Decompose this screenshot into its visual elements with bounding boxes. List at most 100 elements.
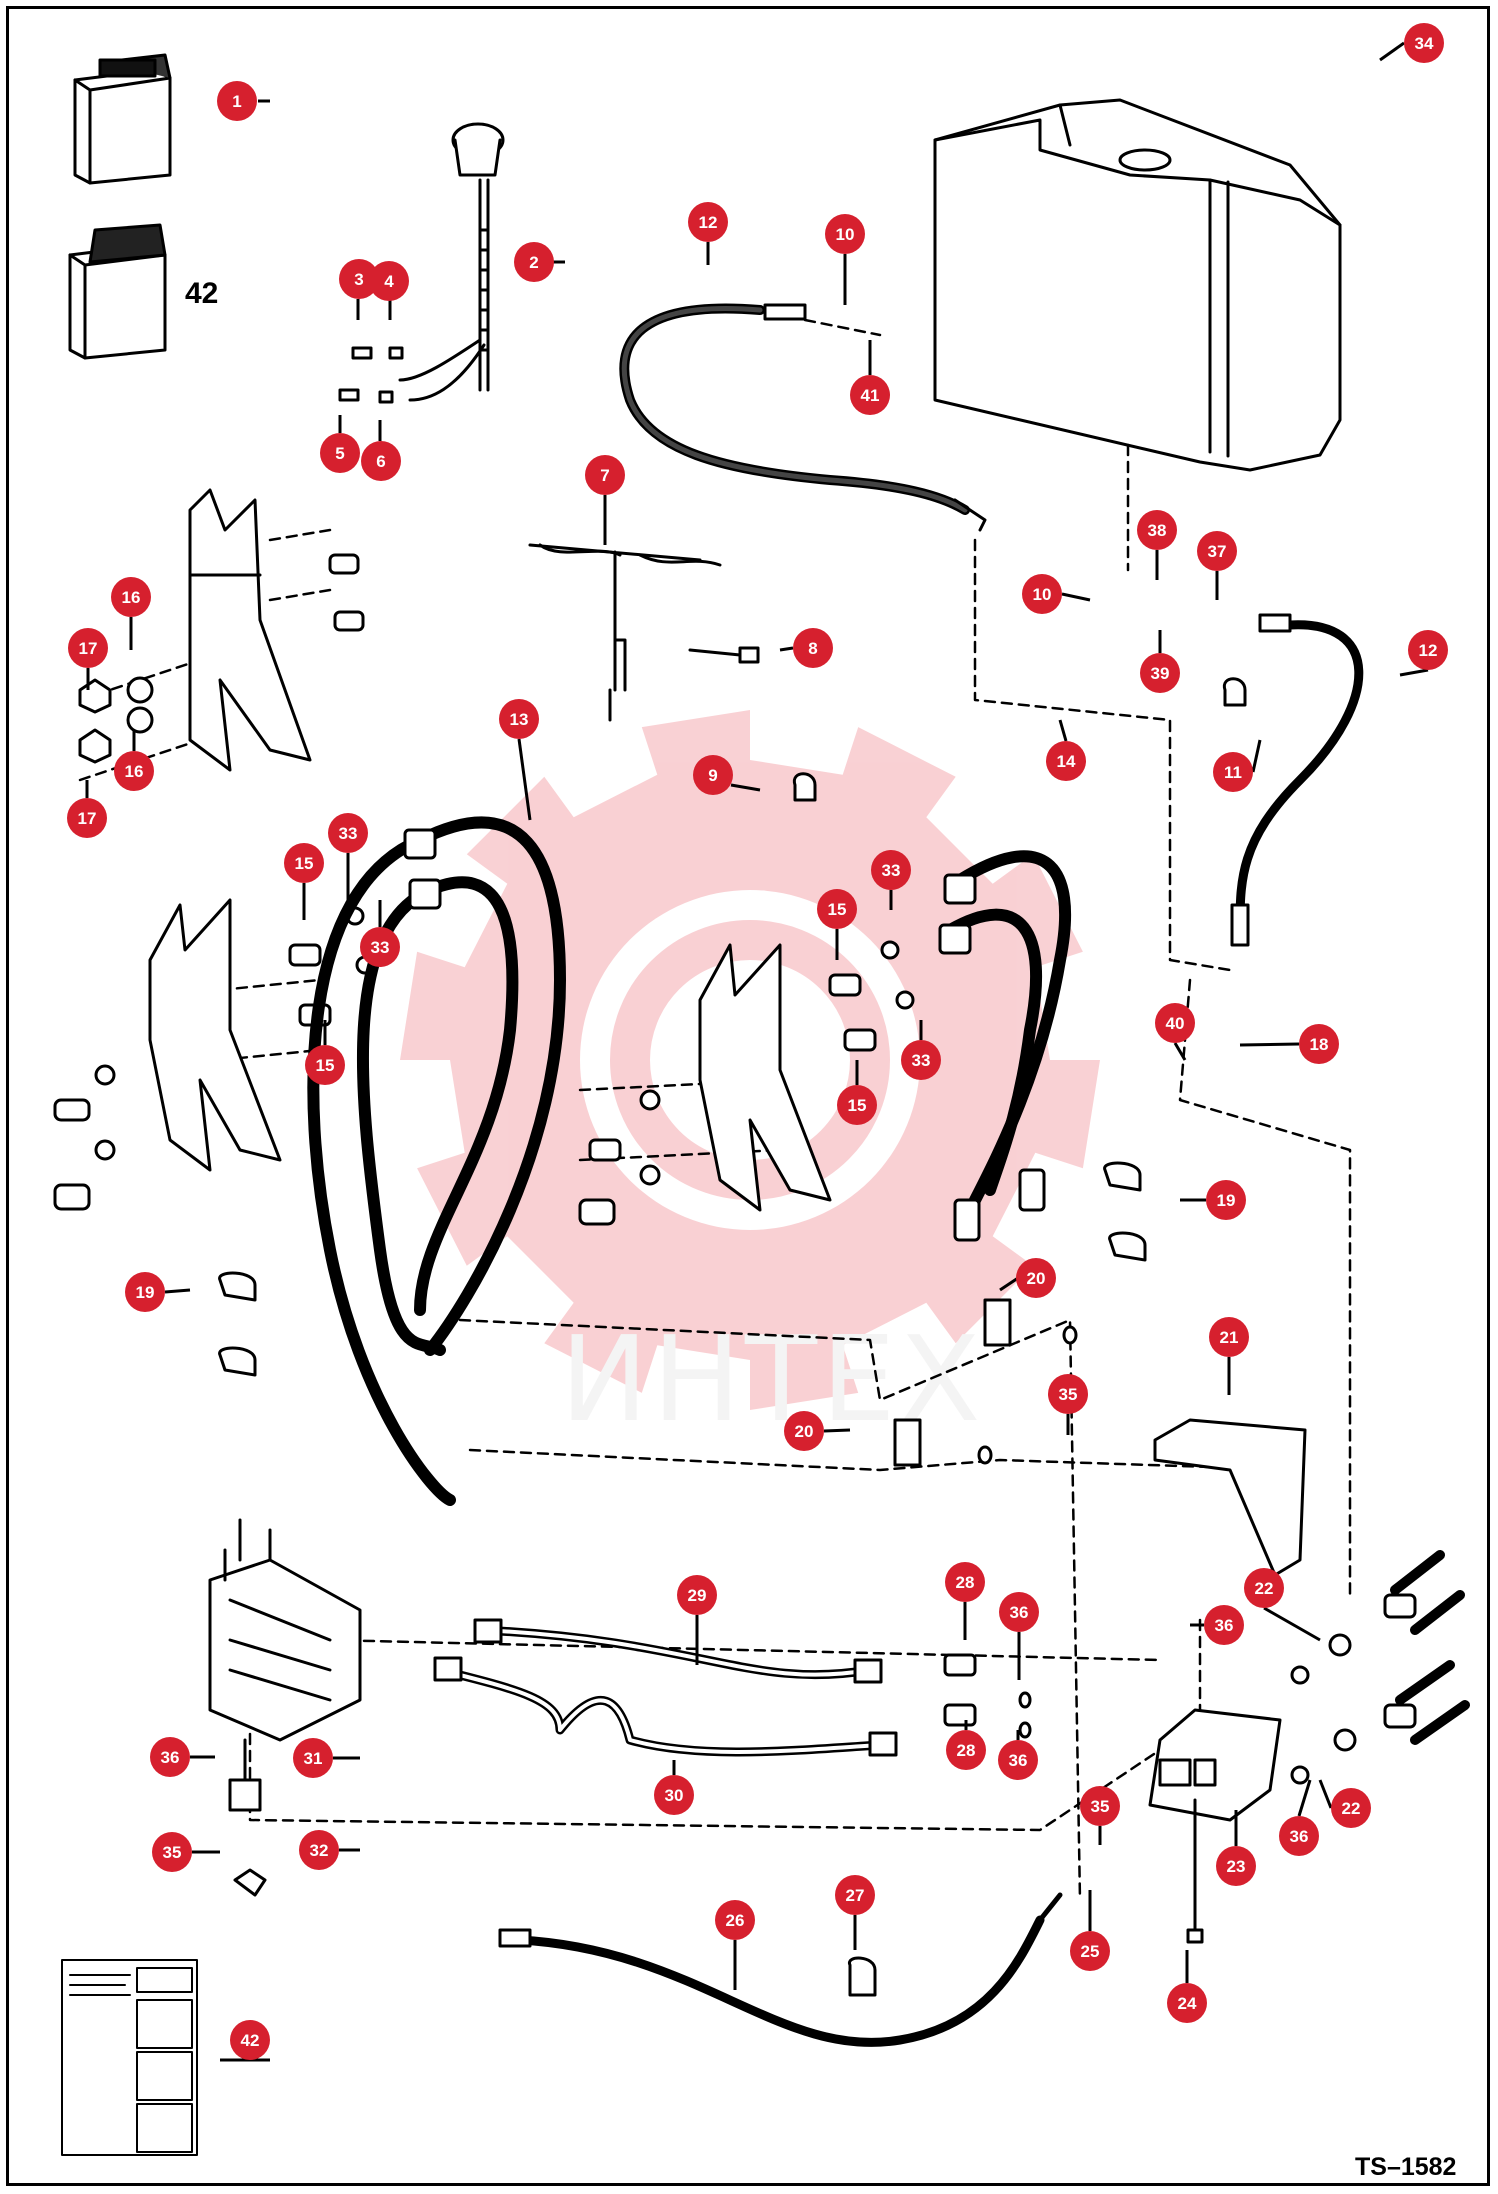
callout-number: 6 bbox=[376, 452, 385, 471]
callout-40: 40 bbox=[1155, 1003, 1195, 1043]
callout-36: 36 bbox=[150, 1737, 190, 1777]
callout-12: 12 bbox=[1408, 630, 1448, 670]
callout-number: 33 bbox=[882, 861, 901, 880]
callout-marker bbox=[299, 1830, 339, 1870]
bolt-8 bbox=[688, 646, 760, 664]
callout-17: 17 bbox=[68, 628, 108, 668]
callout-15: 15 bbox=[817, 889, 857, 929]
callout-number: 36 bbox=[1009, 1751, 1028, 1770]
callout-number: 15 bbox=[316, 1056, 335, 1075]
callout-number: 36 bbox=[1215, 1616, 1234, 1635]
callout-marker bbox=[1204, 1605, 1244, 1645]
fittings-left bbox=[53, 553, 375, 1211]
bolt-24 bbox=[1186, 1798, 1204, 1944]
callout-marker bbox=[499, 699, 539, 739]
callout-marker bbox=[999, 1592, 1039, 1632]
callout-marker bbox=[328, 813, 368, 853]
callout-marker bbox=[817, 889, 857, 929]
callout-41: 41 bbox=[850, 375, 890, 415]
callout-number: 10 bbox=[836, 225, 855, 244]
callout-15: 15 bbox=[305, 1045, 345, 1085]
callout-number: 36 bbox=[1010, 1603, 1029, 1622]
callout-marker bbox=[111, 577, 151, 617]
callout-number: 20 bbox=[1027, 1269, 1046, 1288]
callout-number: 19 bbox=[136, 1283, 155, 1302]
callout-37: 37 bbox=[1197, 531, 1237, 571]
callout-marker bbox=[1046, 741, 1086, 781]
tank-hose-upper bbox=[619, 303, 987, 532]
bracket-middle-left bbox=[148, 898, 282, 1172]
decal-box-1 bbox=[73, 53, 172, 185]
fittings-right bbox=[1290, 1550, 1470, 1785]
tees-20 bbox=[893, 1298, 1078, 1467]
callout-12: 12 bbox=[688, 202, 728, 242]
hose-26 bbox=[498, 1892, 1063, 2047]
callout-marker bbox=[1140, 653, 1180, 693]
callout-29: 29 bbox=[677, 1575, 717, 1615]
callout-28: 28 bbox=[945, 1562, 985, 1602]
hydraulic-tank bbox=[933, 98, 1342, 472]
callout-30: 30 bbox=[654, 1775, 694, 1815]
callout-20: 20 bbox=[1016, 1258, 1056, 1298]
callout-number: 19 bbox=[1217, 1191, 1236, 1210]
callout-marker bbox=[688, 202, 728, 242]
callout-marker bbox=[1197, 531, 1237, 571]
callout-number: 32 bbox=[310, 1841, 329, 1860]
callout-36: 36 bbox=[999, 1592, 1039, 1632]
callout-marker bbox=[1216, 1846, 1256, 1886]
callout-marker bbox=[1279, 1816, 1319, 1856]
fittings-center bbox=[578, 940, 915, 1226]
callout-number: 39 bbox=[1151, 664, 1170, 683]
callout-number: 42 bbox=[241, 2031, 260, 2050]
callout-marker bbox=[1167, 1983, 1207, 2023]
callout-marker bbox=[1244, 1568, 1284, 1608]
callout-26: 26 bbox=[715, 1900, 755, 1940]
callout-15: 15 bbox=[284, 843, 324, 883]
callout-marker bbox=[1404, 23, 1444, 63]
callout-3: 3 bbox=[339, 259, 379, 299]
callout-9: 9 bbox=[693, 755, 733, 795]
callout-36: 36 bbox=[1204, 1605, 1244, 1645]
callout-number: 2 bbox=[529, 253, 538, 272]
callout-number: 1 bbox=[232, 92, 241, 111]
tube-30 bbox=[433, 1656, 898, 1757]
callout-number: 12 bbox=[699, 213, 718, 232]
callout-number: 28 bbox=[956, 1573, 975, 1592]
callout-leader-line bbox=[164, 1288, 191, 1294]
callout-35: 35 bbox=[1080, 1786, 1120, 1826]
callout-number: 13 bbox=[510, 710, 529, 729]
callout-leader-line bbox=[1399, 668, 1429, 677]
callout-18: 18 bbox=[1299, 1024, 1339, 1064]
callout-leader-line bbox=[823, 1428, 851, 1433]
callout-leader-line bbox=[1058, 719, 1068, 742]
callout-16: 16 bbox=[114, 751, 154, 791]
callout-marker bbox=[152, 1832, 192, 1872]
callout-number: 33 bbox=[371, 938, 390, 957]
clamps bbox=[218, 677, 1247, 1997]
callout-leader-line bbox=[1251, 739, 1262, 773]
hose-13 bbox=[307, 816, 566, 1506]
callout-leader-line bbox=[1061, 592, 1091, 602]
callout-marker bbox=[835, 1875, 875, 1915]
callout-number: 27 bbox=[846, 1886, 865, 1905]
callout-number: 37 bbox=[1208, 542, 1227, 561]
callout-marker bbox=[1070, 1931, 1110, 1971]
callout-number: 28 bbox=[957, 1741, 976, 1760]
tank-hose-lower bbox=[1230, 613, 1364, 947]
callout-number: 17 bbox=[78, 809, 97, 828]
callout-5: 5 bbox=[320, 433, 360, 473]
callout-35: 35 bbox=[1048, 1374, 1088, 1414]
callout-1: 1 bbox=[217, 81, 257, 121]
callout-33: 33 bbox=[328, 813, 368, 853]
callout-19: 19 bbox=[1206, 1180, 1246, 1220]
callout-22: 22 bbox=[1244, 1568, 1284, 1608]
callout-marker bbox=[1209, 1317, 1249, 1357]
callout-34: 34 bbox=[1404, 23, 1444, 63]
callout-marker bbox=[114, 751, 154, 791]
callout-number: 38 bbox=[1148, 521, 1167, 540]
callout-leader-line bbox=[1173, 1042, 1187, 1061]
callout-36: 36 bbox=[1279, 1816, 1319, 1856]
callout-marker bbox=[1048, 1374, 1088, 1414]
callout-marker bbox=[125, 1272, 165, 1312]
